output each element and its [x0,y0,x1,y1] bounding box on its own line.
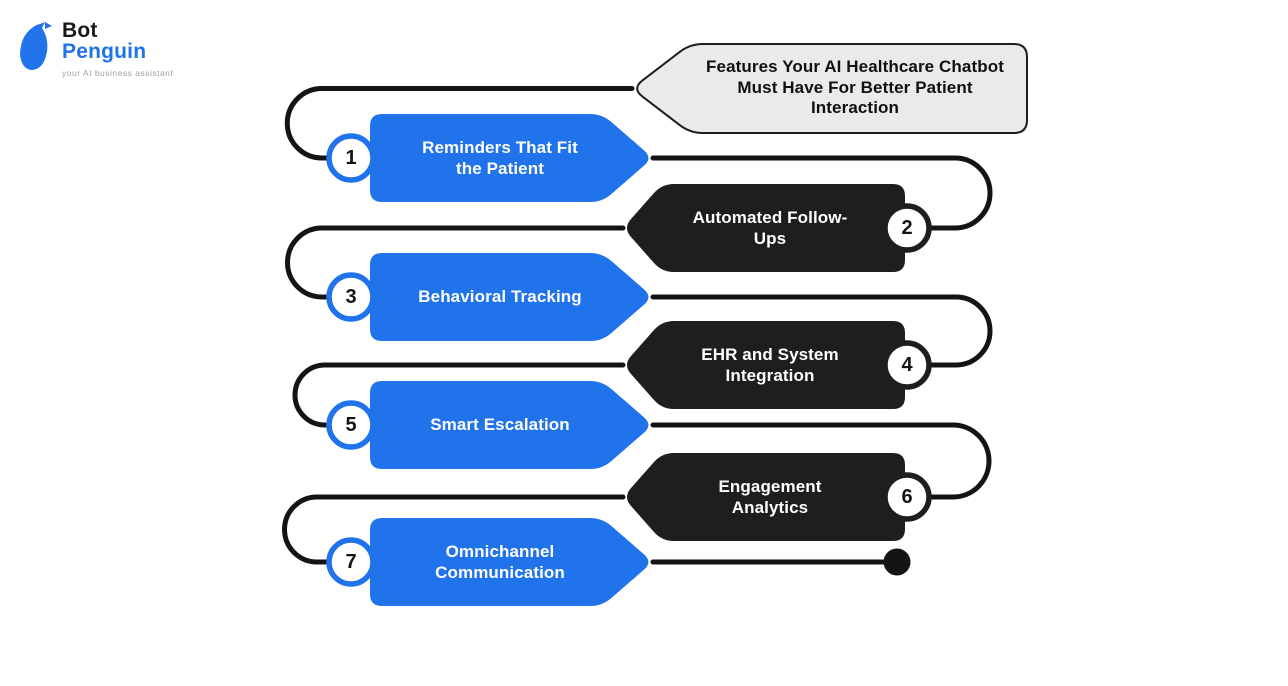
item-label-1: Reminders That Fit the Patient [422,137,578,179]
end-dot [883,548,911,576]
item-number-circle-7 [326,537,376,587]
logo-wordmark: Bot Penguin your AI business assistant [62,20,173,78]
title-line: Must Have For Better Patient [737,77,973,97]
item-number-circle-4 [882,340,932,390]
item-shape-2 [627,184,905,272]
item-number-3: 3 [345,285,357,308]
logo-penguin-text: Penguin [62,40,147,63]
item-label-6: Engagement Analytics [718,476,822,518]
item-number-circle-3 [326,272,376,322]
item-label-7: Omnichannel Communication [435,541,565,583]
title-line: Features Your AI Healthcare Chatbot [706,57,1004,76]
connector-line-7 [282,494,626,565]
item-label-2: Automated Follow-Ups [692,207,848,249]
item-label-4: EHR and System Integration [701,344,839,386]
item-number-circle-1 [326,133,376,183]
connector-line-5 [292,362,626,428]
item-shape-7 [370,518,649,606]
title-banner-shape [636,43,1028,134]
connector-line-1 [284,86,635,161]
item-number-7: 7 [345,550,357,573]
item-shape-6 [627,453,905,541]
item-number-circle-5 [326,400,376,450]
item-shape-4 [627,321,905,409]
item-number-circle-2 [882,203,932,253]
title-line: Interaction [810,98,899,117]
item-number-circle-6 [882,472,932,522]
item-label-5: Smart Escalation [430,415,570,435]
connector-line-6 [650,422,992,500]
item-shape-3 [370,253,649,341]
item-number-4: 4 [901,353,913,376]
item-shape-1 [370,114,649,202]
botpenguin-logo: Bot Penguin your AI business assistant [14,20,173,78]
item-number-6: 6 [901,485,913,508]
connector-line-3 [285,225,626,300]
item-number-5: 5 [345,413,357,436]
item-number-2: 2 [901,216,913,239]
connector-line-2 [650,155,993,231]
penguin-icon [20,22,52,70]
item-number-1: 1 [345,146,357,169]
item-shape-5 [370,381,649,469]
connector-line-4 [650,294,993,368]
title-banner-text: Features Your AI Healthcare Chatbot Must… [688,57,1022,119]
item-label-3: Behavioral Tracking [418,287,582,307]
logo-bot-text: Bot [62,19,98,42]
logo-tagline: your AI business assistant [62,68,174,78]
